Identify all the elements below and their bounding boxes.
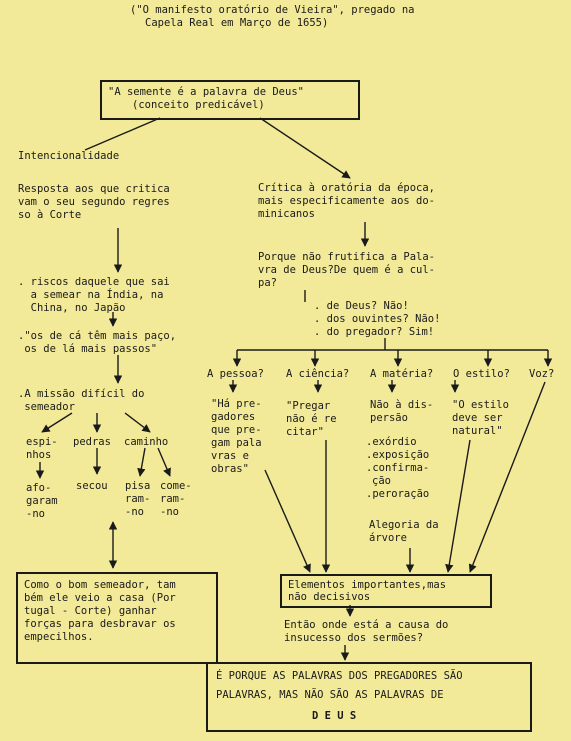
- semeador-box-line: bém ele veio a casa (Por: [24, 592, 176, 604]
- question-line: . dos ouvintes? Não!: [314, 313, 441, 325]
- pedras-label: pedras: [73, 436, 111, 448]
- voz-label: Voz?: [529, 368, 555, 380]
- top-box-line-2: (conceito predicável): [132, 99, 265, 111]
- conclusion-line-2: PALAVRAS, MAS NÃO SÃO AS PALAVRAS DE: [216, 689, 444, 701]
- ciencia-label: A ciência?: [286, 368, 350, 380]
- semeador-box-line: tugal - Corte) ganhar: [24, 605, 157, 617]
- porque-line: vra de Deus?De quem é a cul-: [258, 264, 436, 276]
- question-line: . de Deus? Não!: [314, 300, 409, 312]
- edge-caminho-to-comeram: [157, 447, 171, 477]
- os-de-ca-line: os de lá mais passos": [18, 343, 158, 355]
- question-line: . do pregador? Sim!: [314, 326, 435, 338]
- sermon-part: .exórdio: [366, 436, 417, 448]
- top-concept-box: "A semente é a palavra de Deus" (conceit…: [100, 80, 360, 120]
- header-line-1: ("O manifesto oratório de Vieira", prega…: [130, 4, 415, 16]
- edge-ha-to-elementos: [264, 469, 311, 573]
- missao-line: .A missão difícil do: [18, 388, 145, 400]
- conclusion-box: É PORQUE AS PALAVRAS DOS PREGADORES SÃO …: [206, 662, 532, 732]
- estilo-label: O estilo?: [453, 368, 510, 380]
- sermon-part: .exposição: [366, 449, 430, 461]
- edge-top-to-critica: [259, 117, 351, 179]
- sermon-part: ção: [372, 475, 391, 487]
- edge-top-to-intencionalidade: [84, 117, 161, 151]
- semeador-box-line: Como o bom semeador, tam: [24, 579, 176, 591]
- os-de-ca-line: ."os de cá têm mais paço,: [18, 330, 177, 342]
- semeador-conclusion-box: Como o bom semeador, tam bém ele veio a …: [16, 572, 218, 664]
- porque-line: Porque não frutifica a Pala-: [258, 251, 436, 263]
- pessoa-label: A pessoa?: [207, 368, 264, 380]
- critica-line: minicanos: [258, 208, 315, 220]
- secou-label: secou: [76, 480, 108, 492]
- edge-natural-to-elementos: [445, 439, 471, 573]
- edge-missao-to-espinhos: [41, 412, 73, 433]
- resposta-line: Resposta aos que critica: [18, 183, 170, 195]
- semeador-box-line: forças para desbravar os: [24, 618, 176, 630]
- sermon-part: .confirma-: [366, 462, 430, 474]
- elementos-box: Elementos importantes,mas não decisivos: [280, 574, 492, 608]
- sermon-part: .peroração: [366, 488, 430, 500]
- conclusion-line-1: É PORQUE AS PALAVRAS DOS PREGADORES SÃO: [216, 670, 463, 682]
- riscos-line: a semear na Índia, na: [18, 289, 164, 301]
- edge-missao-to-caminho: [124, 412, 151, 433]
- top-box-line-1: "A semente é a palavra de Deus": [108, 86, 304, 98]
- riscos-line: China, no Japão: [18, 302, 126, 314]
- edge-voz-to-elementos: [468, 381, 546, 573]
- caminho-label: caminho: [124, 436, 169, 448]
- critica-line: Crítica à oratória da época,: [258, 182, 436, 194]
- intencionalidade-label: Intencionalidade: [18, 150, 120, 162]
- semeador-box-line: empecilhos.: [24, 631, 94, 643]
- materia-label: A matéria?: [370, 368, 434, 380]
- critica-line: mais especificamente aos do-: [258, 195, 436, 207]
- porque-line: pa?: [258, 277, 277, 289]
- resposta-line: vam o seu segundo regres: [18, 196, 170, 208]
- missao-line: semeador: [18, 401, 75, 413]
- resposta-line: so à Corte: [18, 209, 82, 221]
- riscos-line: . riscos daquele que sai: [18, 276, 170, 288]
- header-line-2: Capela Real em Março de 1655): [145, 17, 329, 29]
- conclusion-line-3: D E U S: [312, 710, 357, 722]
- edge-caminho-to-pisaram: [137, 447, 146, 477]
